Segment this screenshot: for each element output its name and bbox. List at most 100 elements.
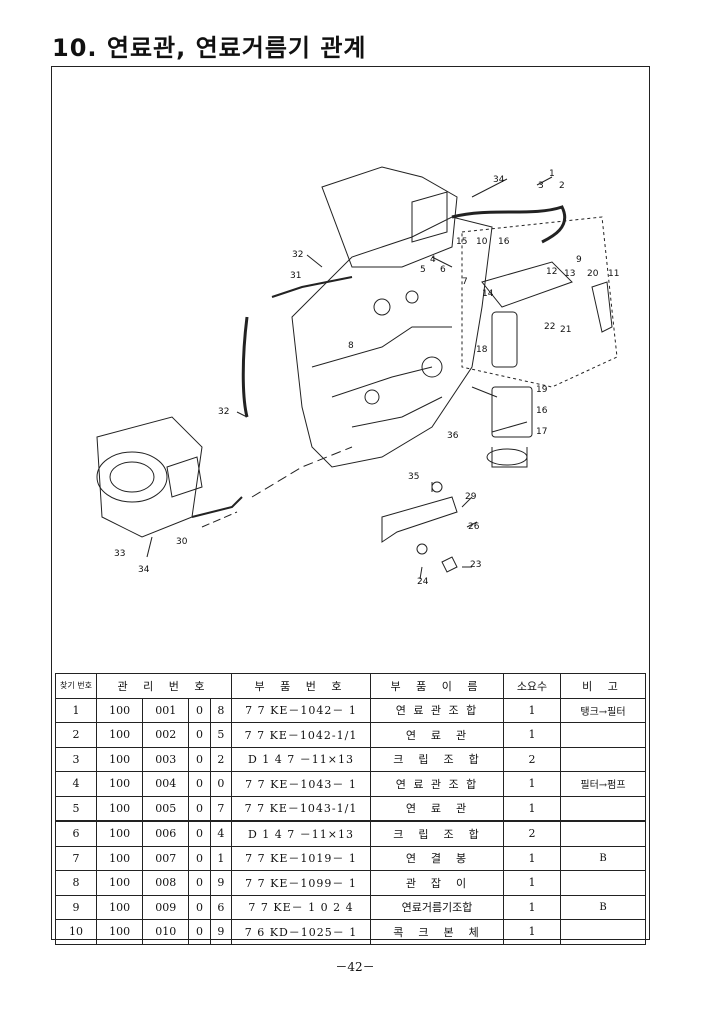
- cell-mgmt-2: 002: [142, 722, 190, 748]
- callout-label: 26: [468, 522, 480, 532]
- cell-no: 5: [55, 795, 97, 822]
- cell-mgmt-1: 100: [95, 820, 144, 847]
- page-number: －42－: [335, 960, 375, 974]
- cell-mgmt-4: 5: [209, 722, 233, 748]
- callout-label: 34: [493, 175, 505, 185]
- cell-mgmt-3: 0: [188, 919, 211, 945]
- cell-no: 1: [55, 697, 97, 723]
- cell-part-name: 연 료 관 조 합: [370, 771, 504, 797]
- cell-part-no: 7 7 KE－1043－ 1: [231, 771, 371, 797]
- cell-mgmt-3: 0: [188, 722, 211, 748]
- callout-label: 8: [348, 341, 354, 351]
- callout-label: 23: [470, 560, 482, 570]
- engine-fuel-system-illustration: [96, 166, 618, 580]
- cell-mgmt-4: 0: [209, 771, 233, 797]
- cell-part-no: D 1 4 7 －11×13: [231, 820, 371, 847]
- callout-label: 5: [420, 265, 426, 275]
- callout-label: 4: [430, 255, 436, 265]
- cell-mgmt-1: 100: [95, 870, 144, 896]
- column-header-no: 찾기 번호: [55, 673, 97, 699]
- table-row: 4 100 004 0 0 7 7 KE－1043－ 1 연 료 관 조 합 1…: [55, 771, 646, 797]
- callout-label: 10: [476, 237, 488, 247]
- cell-part-name: 크 립 조 합: [370, 746, 504, 772]
- callout-label: 2: [559, 181, 565, 191]
- cell-remark: [560, 795, 646, 822]
- cell-qty: 2: [503, 746, 561, 772]
- cell-mgmt-1: 100: [95, 845, 144, 871]
- cell-remark: [560, 722, 646, 748]
- cell-mgmt-3: 0: [188, 746, 211, 772]
- cell-mgmt-1: 100: [95, 746, 144, 772]
- table-row: 3 100 003 0 2 D 1 4 7 －11×13 크 립 조 합 2: [55, 746, 646, 772]
- cell-part-no: 7 7 KE－1042－ 1: [231, 697, 371, 723]
- cell-mgmt-3: 0: [188, 870, 211, 896]
- cell-remark: B: [560, 845, 646, 871]
- page-title: 10. 연료관, 연료거름기 관계: [52, 34, 367, 62]
- cell-remark: 탱크→필터: [560, 697, 646, 723]
- callout-label: 35: [408, 472, 420, 482]
- parts-table: 찾기 번호 관 리 번 호 부 품 번 호 부 품 이 름 소요수 비 고 1 …: [55, 673, 646, 945]
- cell-mgmt-3: 0: [188, 894, 211, 920]
- callout-label: 3: [538, 181, 544, 191]
- cell-part-name: 연 결 봉: [370, 845, 504, 871]
- callout-label: 11: [608, 269, 620, 279]
- cell-remark: [560, 746, 646, 772]
- cell-qty: 2: [503, 820, 561, 847]
- cell-remark: 필터→펌프: [560, 771, 646, 797]
- cell-qty: 1: [503, 722, 561, 748]
- cell-remark: [560, 870, 646, 896]
- cell-mgmt-1: 100: [95, 771, 144, 797]
- cell-part-name: 관 잡 이: [370, 870, 504, 896]
- callout-label: 36: [447, 431, 459, 441]
- cell-mgmt-1: 100: [95, 919, 144, 945]
- callout-label: 29: [465, 492, 477, 502]
- callout-label: 15: [456, 237, 468, 247]
- callout-label: 22: [544, 322, 556, 332]
- cell-remark: B: [560, 894, 646, 920]
- cell-part-no: 7 7 KE－1099－ 1: [231, 870, 371, 896]
- table-row: 10 100 010 0 9 7 6 KD－1025－ 1 콕 크 본 체 1: [55, 919, 646, 945]
- cell-mgmt-4: 1: [209, 845, 233, 871]
- cell-part-no: 7 7 KE－1042-1/1: [231, 722, 371, 748]
- cell-mgmt-2: 001: [142, 697, 190, 723]
- cell-part-no: 7 6 KD－1025－ 1: [231, 919, 371, 945]
- callout-label: 16: [536, 406, 548, 416]
- cell-part-name: 연료거름기조합: [370, 894, 504, 920]
- column-header-remark: 비 고: [560, 673, 646, 699]
- column-header-mgmt-no: 관 리 번 호: [96, 673, 232, 699]
- cell-mgmt-2: 003: [142, 746, 190, 772]
- cell-mgmt-3: 0: [188, 771, 211, 797]
- cell-mgmt-4: 4: [209, 820, 233, 847]
- cell-mgmt-1: 100: [95, 722, 144, 748]
- table-header-row: 찾기 번호 관 리 번 호 부 품 번 호 부 품 이 름 소요수 비 고: [55, 673, 646, 699]
- column-header-part-no: 부 품 번 호: [231, 673, 371, 699]
- cell-mgmt-3: 0: [188, 697, 211, 723]
- cell-qty: 1: [503, 919, 561, 945]
- cell-qty: 1: [503, 771, 561, 797]
- cell-mgmt-2: 004: [142, 771, 190, 797]
- callout-label: 24: [417, 577, 429, 587]
- cell-mgmt-4: 6: [209, 894, 233, 920]
- cell-part-name: 콕 크 본 체: [370, 919, 504, 945]
- cell-mgmt-3: 0: [188, 795, 211, 822]
- cell-no: 8: [55, 870, 97, 896]
- table-row: 8 100 008 0 9 7 7 KE－1099－ 1 관 잡 이 1: [55, 870, 646, 896]
- cell-no: 10: [55, 919, 97, 945]
- callout-label: 6: [440, 265, 446, 275]
- cell-qty: 1: [503, 845, 561, 871]
- cell-mgmt-4: 7: [209, 795, 233, 822]
- callout-label: 9: [576, 255, 582, 265]
- cell-mgmt-2: 005: [142, 795, 190, 822]
- cell-mgmt-4: 2: [209, 746, 233, 772]
- table-row: 5 100 005 0 7 7 7 KE－1043-1/1 연 료 관 1: [55, 795, 646, 822]
- cell-no: 4: [55, 771, 97, 797]
- callout-label: 13: [564, 269, 576, 279]
- callout-label: 7: [462, 277, 468, 287]
- cell-no: 7: [55, 845, 97, 871]
- callout-label: 16: [498, 237, 510, 247]
- exploded-parts-diagram: 34 1 3 2 15 10 16 9 32 31 4 5 6 12 13 20…: [52, 67, 648, 673]
- callout-label: 18: [476, 345, 488, 355]
- cell-part-name: 연 료 관: [370, 722, 504, 748]
- cell-mgmt-1: 100: [95, 697, 144, 723]
- callout-label: 32: [292, 250, 304, 260]
